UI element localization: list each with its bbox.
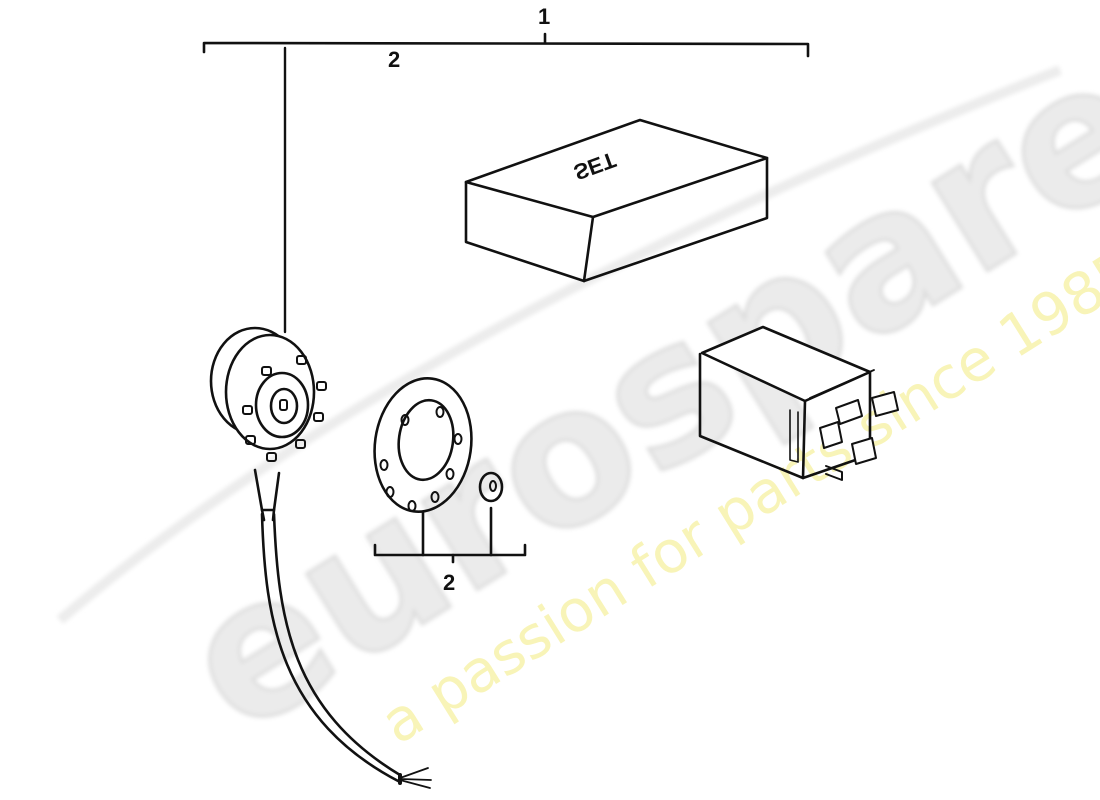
kit-box	[464, 118, 769, 283]
bracket-item-2-lower	[373, 543, 527, 564]
bracket-item-1	[202, 32, 810, 334]
callout-1: 1	[538, 4, 551, 29]
relay	[698, 325, 899, 481]
washer	[478, 471, 504, 557]
gasket	[373, 377, 473, 557]
callout-2-top: 2	[388, 47, 401, 72]
callout-2-bottom: 2	[443, 570, 456, 595]
sensor-with-cable	[209, 326, 432, 789]
